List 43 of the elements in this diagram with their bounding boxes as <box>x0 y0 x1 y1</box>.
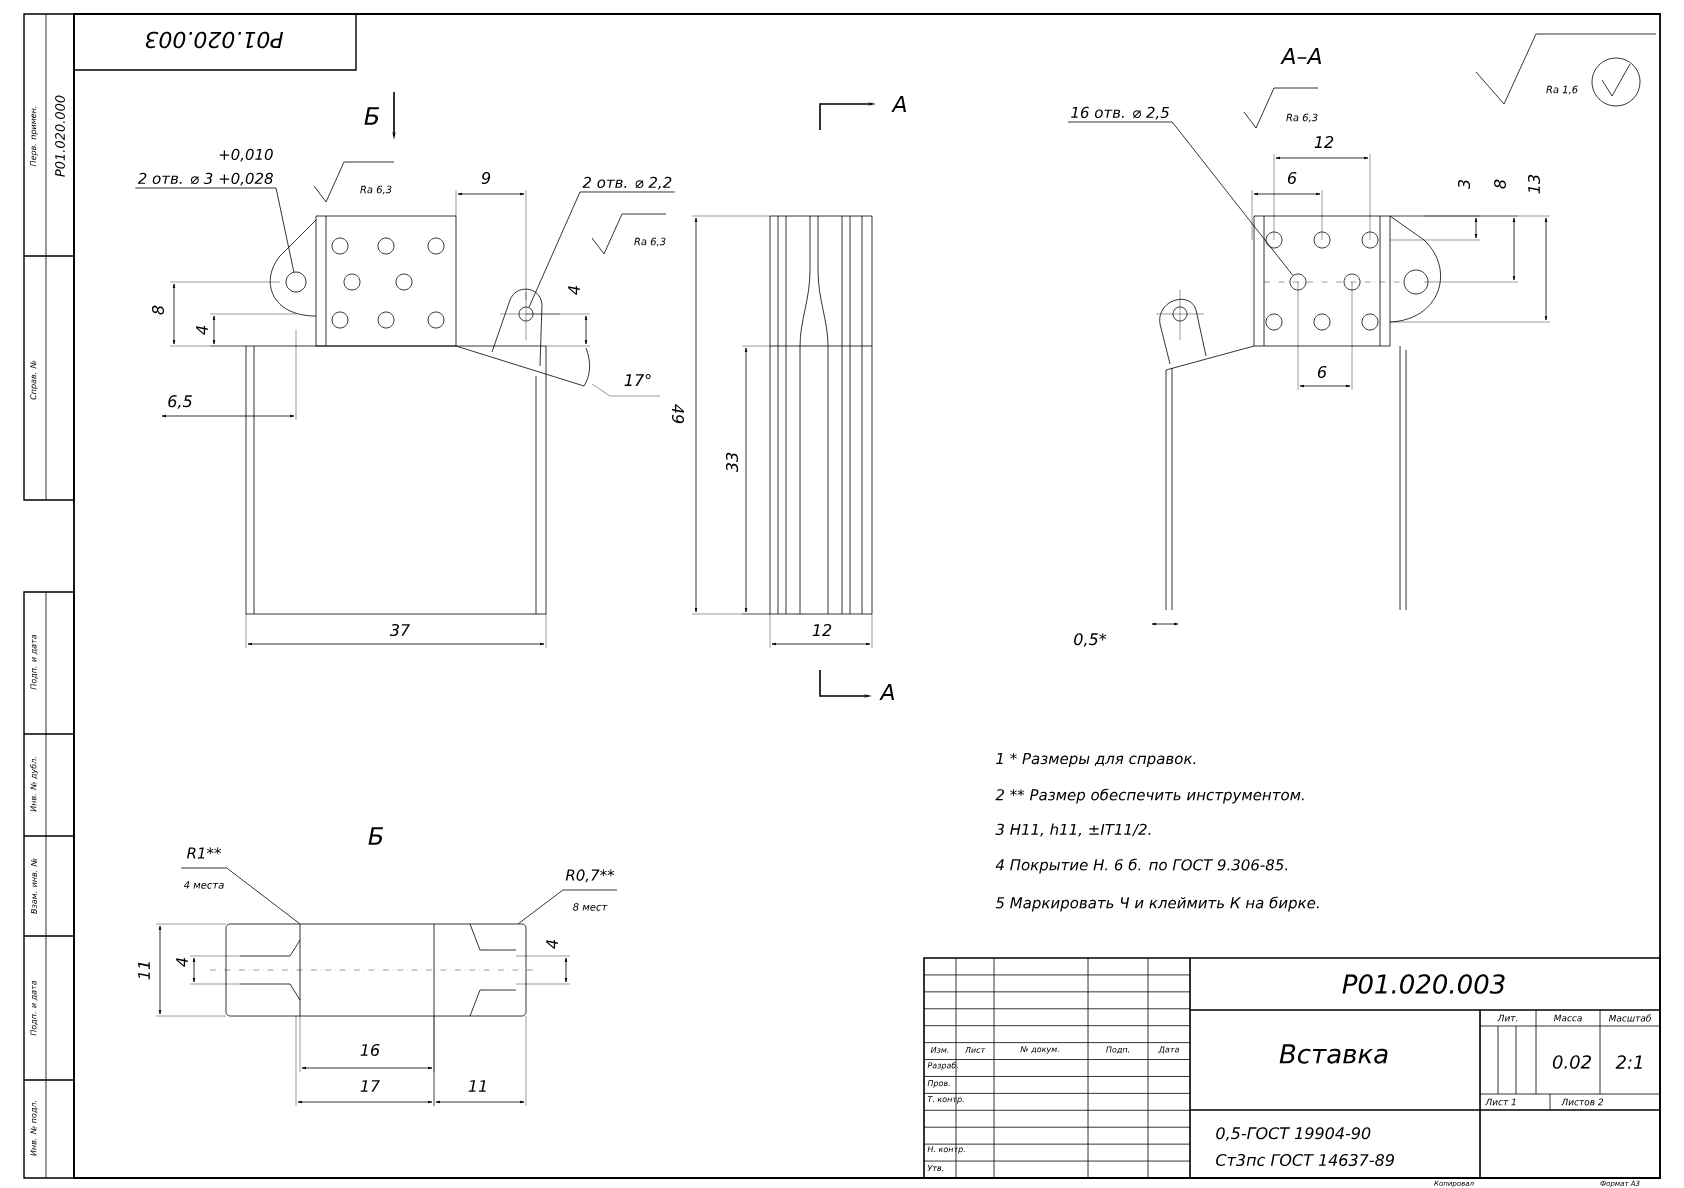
dimension-text: 17° <box>624 374 651 386</box>
leader-line <box>180 867 300 924</box>
material-text: 0,5-ГОСТ 19904-90 <box>1216 1127 1371 1141</box>
section-label: А <box>891 96 906 112</box>
dimension-text: 4 <box>546 940 558 949</box>
dimension-text: 4 <box>196 326 208 335</box>
dimension-text: 8 <box>1493 179 1507 189</box>
dimension-text: 8 <box>151 305 165 315</box>
dimension-text: 4 <box>568 286 580 295</box>
material-text: Ст3пс ГОСТ 14637-89 <box>1216 1153 1394 1167</box>
dimension-text: 33 <box>725 452 739 473</box>
dimension-text: 49 <box>671 404 685 424</box>
dimension-text: 6 <box>1317 365 1327 379</box>
dimension-text: 3 <box>1457 179 1471 190</box>
document-code: P01.020.003 <box>1342 974 1505 994</box>
part-name: Вставка <box>1279 1044 1388 1064</box>
dimension-text: 12 <box>1314 136 1334 148</box>
table-cell: 2:1 <box>1615 1055 1642 1069</box>
dimension-text: 9 <box>481 171 491 185</box>
hole <box>285 271 307 293</box>
dimension-text: 4 <box>176 958 188 967</box>
document-code: P01.020.003 <box>145 31 284 49</box>
dimension-text: 6,5 <box>168 395 192 409</box>
dimension-text: 11 <box>468 1080 486 1092</box>
view-label: Б <box>364 107 379 125</box>
dimension-text: 0,5* <box>1074 633 1107 647</box>
section-title: А–А <box>1280 48 1322 64</box>
dimension-text: 37 <box>389 623 411 637</box>
leader-line <box>135 187 295 273</box>
dimension-text: 16 <box>360 1043 380 1057</box>
hole <box>518 306 534 322</box>
view-title: Б <box>368 827 383 845</box>
dimension-text: 6 <box>1287 171 1297 185</box>
hole <box>1289 273 1307 291</box>
leader-line <box>518 889 618 924</box>
dimension-text: 13 <box>1527 174 1541 194</box>
dimension-text: 11 <box>138 962 150 980</box>
section-label: А <box>879 684 894 701</box>
leader-line <box>1067 121 1294 276</box>
leader-line <box>528 191 676 308</box>
dimension-text: 12 <box>812 624 832 636</box>
table-cell: 0.02 <box>1552 1055 1591 1069</box>
dimension-text: 17 <box>360 1080 381 1092</box>
